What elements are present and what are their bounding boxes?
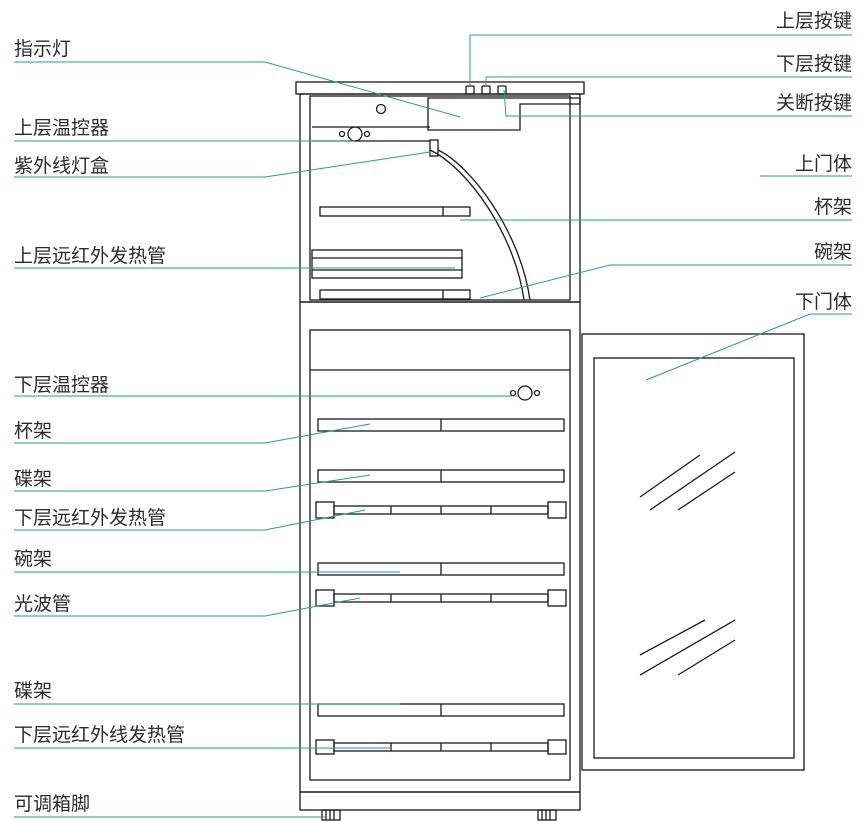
upper-inner (309, 95, 571, 301)
label-indicator-light: 指示灯 (14, 38, 72, 60)
leader-dish-rack (14, 474, 371, 492)
lower-thermostat-knob (517, 385, 533, 401)
glass-reflection (639, 451, 736, 676)
label-bowl-rack-upper: 碗架 (813, 241, 852, 263)
label-lower-button: 下层按键 (775, 53, 852, 75)
upper-body (299, 93, 581, 303)
leader-lines (14, 34, 852, 818)
control-panel (427, 97, 581, 131)
lower-cup-rack (317, 418, 565, 432)
lower-door-glass (593, 357, 795, 759)
label-cup-rack: 杯架 (14, 420, 53, 442)
cabinet-drawing (295, 81, 805, 821)
lower-dish-rack (317, 469, 565, 483)
bottom-dish-rack (317, 703, 565, 717)
leader-cup-rack (14, 423, 371, 444)
label-lower-far-infrared-line-tube: 下层远红外线发热管 (14, 724, 186, 746)
label-upper-door: 上门体 (794, 153, 852, 175)
label-off-button: 关断按键 (775, 92, 852, 114)
label-upper-button: 上层按键 (775, 10, 852, 32)
base-plinth (299, 791, 581, 811)
leader-off-button (503, 89, 852, 117)
lower-inner (309, 329, 571, 781)
upper-button-key (465, 85, 475, 95)
label-lower-door: 下门体 (794, 291, 852, 313)
indicator-light-lamp (375, 103, 387, 115)
leader-bowl-rack-upper (479, 264, 852, 299)
label-light-wave-tube: 光波管 (14, 593, 72, 615)
leader-light-wave-tube (14, 597, 361, 617)
label-adjustable-foot: 可调箱脚 (14, 793, 91, 815)
lower-button-key (481, 85, 491, 95)
upper-door-curve (437, 149, 531, 301)
leader-lower-button (485, 76, 852, 86)
leader-uv-lamp-box (14, 151, 431, 178)
upper-thermostat-knob (347, 126, 363, 142)
label-lower-far-infrared-tube: 下层远红外发热管 (14, 507, 167, 529)
leader-upper-button (469, 34, 852, 86)
label-dish-rack: 碟架 (14, 468, 53, 490)
label-dish-rack-bottom: 碟架 (14, 680, 53, 702)
label-lower-thermostat: 下层温控器 (14, 374, 110, 396)
label-upper-thermostat: 上层温控器 (14, 117, 110, 139)
top-cap (295, 81, 585, 95)
leader-lower-door (645, 313, 852, 381)
uv-lamp-box-shape (429, 139, 439, 157)
leader-lower-far-infrared-tube (14, 509, 366, 531)
label-uv-lamp-box: 紫外线灯盒 (14, 155, 110, 177)
lower-body (299, 301, 581, 793)
label-cup-rack-upper: 杯架 (813, 196, 852, 218)
label-bowl-rack: 碗架 (14, 548, 53, 570)
adjustable-feet (321, 809, 557, 821)
upper-bowl-rack (319, 289, 471, 300)
off-button-key (497, 85, 507, 95)
label-upper-far-infrared-tube: 上层远红外发热管 (14, 245, 167, 267)
upper-cup-rack (319, 206, 471, 217)
lower-heating-tube (315, 501, 567, 519)
lower-bowl-rack (317, 562, 565, 576)
light-wave-tube-shape (315, 589, 567, 607)
bottom-heating-tube (315, 739, 567, 755)
lower-door-frame (581, 333, 805, 771)
leader-indicator-light (14, 61, 461, 118)
